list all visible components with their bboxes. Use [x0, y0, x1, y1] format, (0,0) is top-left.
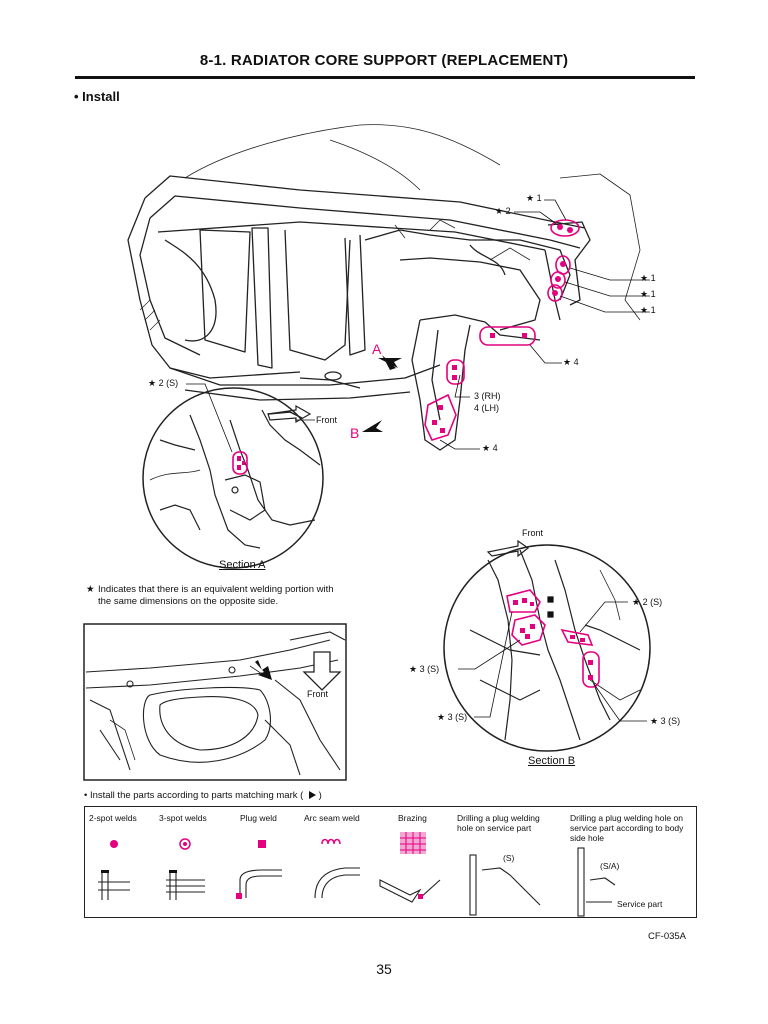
bullet-icon: •	[84, 790, 88, 801]
section-a-label: Section A	[219, 559, 266, 571]
legend-drill-plug: Drilling a plug welding hole on service …	[457, 813, 540, 833]
callout-leaders	[186, 199, 650, 453]
legend-plug: Plug weld	[240, 813, 277, 823]
weld-legend-box: 2-spot welds 3-spot welds Plug weld Arc …	[84, 806, 697, 918]
callout-star4-lower: ★ 4	[482, 443, 498, 453]
front-arrow-b	[486, 539, 530, 558]
legend-heading: • Install the parts according to parts m…	[84, 790, 322, 801]
callout-star1-r3: ★ 1	[640, 305, 656, 315]
legend-symbols	[98, 832, 616, 917]
legend-arc-seam: Arc seam weld	[304, 813, 360, 823]
callout-star1-r2: ★ 1	[640, 289, 656, 299]
legend-2spot: 2-spot welds	[89, 813, 137, 823]
arrow-a-label: A	[372, 341, 382, 357]
matching-mark-arrow-icon	[308, 791, 316, 800]
section-b-detail	[443, 544, 651, 752]
front-label-lower: Front	[307, 689, 329, 699]
front-arrow-lower	[302, 651, 342, 691]
opposite-side-note: ★ Indicates that there is an equivalent …	[86, 584, 348, 608]
section-b-fills	[547, 596, 554, 618]
page-title: 8-1. RADIATOR CORE SUPPORT (REPLACEMENT)	[199, 52, 569, 69]
legend-drill-body-sub: (S/A)	[600, 861, 620, 871]
page-number: 35	[376, 961, 392, 977]
section-b-welds	[506, 589, 600, 688]
front-arrow-a	[267, 404, 312, 424]
section-a-detail	[142, 387, 324, 569]
legend-service-part: Service part	[617, 899, 663, 909]
callout-4lh: 4 (LH)	[474, 403, 500, 413]
section-b-label: Section B	[528, 755, 576, 767]
legend-brazing: Brazing	[398, 813, 427, 823]
weld-marks	[432, 224, 573, 433]
lower-vehicle-illustration	[83, 623, 347, 781]
legend-3spot: 3-spot welds	[159, 813, 207, 823]
callout-star4-upper: ★ 4	[563, 357, 579, 367]
star-icon: ★	[86, 584, 95, 595]
install-heading: • Install	[74, 89, 120, 104]
legend-drill-body: Drilling a plug welding hole on service …	[570, 813, 684, 843]
legend-heading-end: )	[318, 790, 322, 801]
legend-heading-text: Install the parts according to parts mat…	[89, 790, 304, 801]
callout-star1-top: ★ 1	[526, 193, 542, 203]
radiator-core-support-illustration	[127, 124, 641, 451]
callout-b-star3s-right: ★ 3 (S)	[650, 716, 681, 726]
weld-mark-highlights	[424, 219, 580, 441]
figure-code: CF-035A	[648, 931, 687, 942]
callout-star1-r1: ★ 1	[640, 273, 656, 283]
arrow-b-label: B	[350, 425, 360, 441]
callout-b-star3s-left1: ★ 3 (S)	[409, 664, 440, 674]
note-text: Indicates that there is an equivalent we…	[98, 584, 334, 607]
direction-arrows	[362, 355, 402, 432]
brazing-pattern	[400, 832, 426, 854]
weld-indicator-arrow	[255, 660, 272, 680]
callout-b-star2s: ★ 2 (S)	[632, 597, 663, 607]
legend-drill-plug-sub: (S)	[503, 853, 515, 863]
front-label-a: Front	[316, 415, 338, 425]
section-b-leaders	[458, 601, 647, 722]
section-a-weld	[232, 451, 248, 475]
title-rule	[75, 76, 695, 79]
callout-star2s-left: ★ 2 (S)	[148, 378, 179, 388]
callout-3rh: 3 (RH)	[474, 391, 501, 401]
callout-star2-top: ★ 2	[495, 206, 511, 216]
front-label-b: Front	[522, 528, 544, 538]
callout-b-star3s-left2: ★ 3 (S)	[437, 712, 468, 722]
